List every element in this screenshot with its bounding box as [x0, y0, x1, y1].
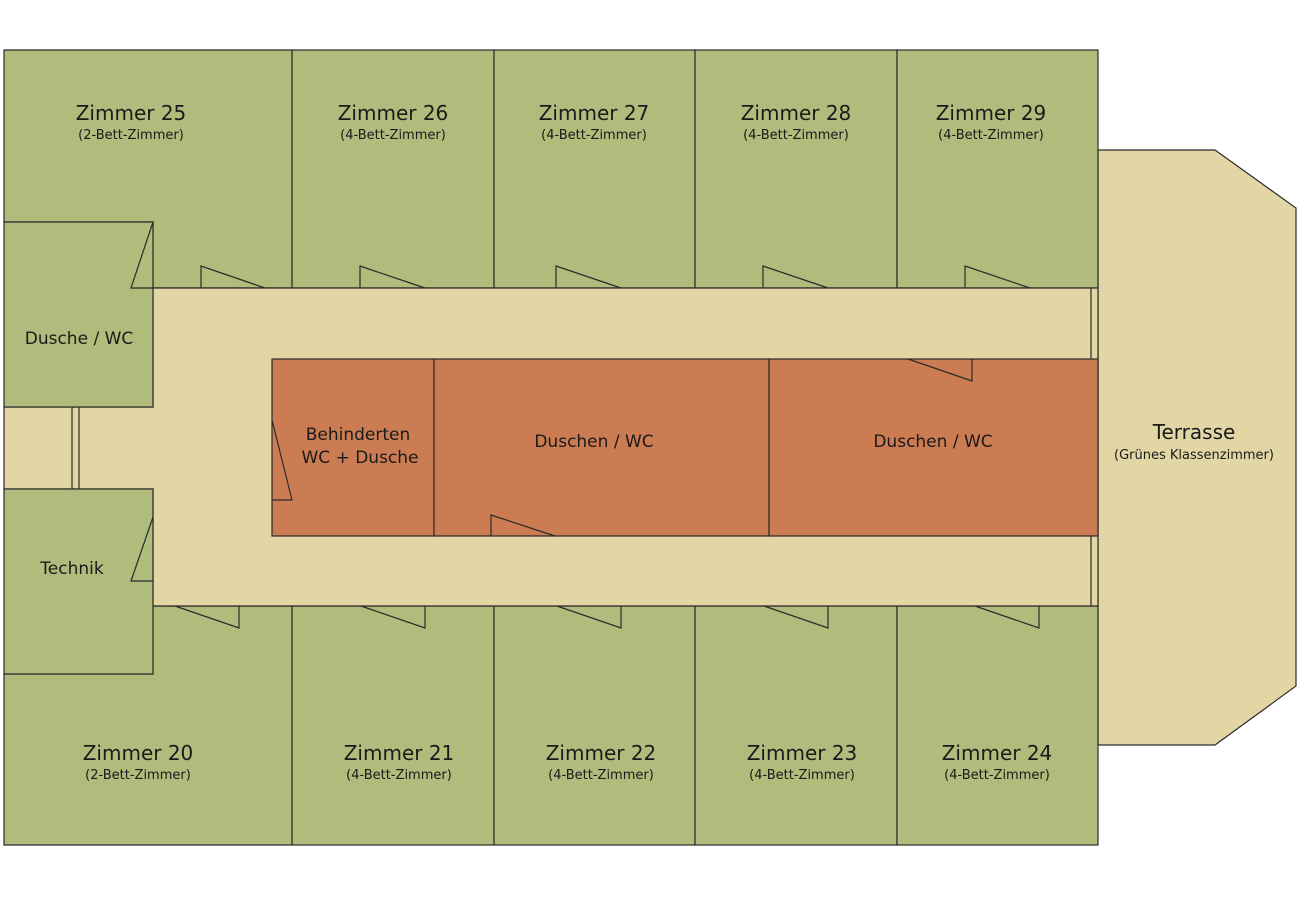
door-room-20: [174, 605, 240, 629]
technik-room: [3, 488, 154, 675]
door-accessible-wc: [271, 419, 293, 501]
room-20-name: Zimmer 20: [83, 741, 194, 765]
door-room-24: [974, 605, 1040, 629]
room-20-type: (2-Bett-Zimmer): [85, 768, 191, 783]
accessible-wc-label-line1: Behinderten: [306, 425, 411, 445]
room-28-name: Zimmer 28: [741, 101, 852, 125]
door-room-23: [763, 605, 829, 629]
door-showers-left: [490, 514, 556, 537]
door-shower-room: [130, 221, 154, 289]
room-25-name: Zimmer 25: [76, 101, 187, 125]
door-room-28: [762, 265, 829, 289]
shower-room-label: Dusche / WC: [25, 329, 134, 349]
room-22-type: (4-Bett-Zimmer): [548, 768, 654, 783]
accessible-wc: [271, 358, 435, 537]
terrace-subtitle: (Grünes Klassenzimmer): [1114, 448, 1274, 463]
door-room-26: [359, 265, 426, 289]
room-26-name: Zimmer 26: [338, 101, 449, 125]
door-technik-room: [130, 516, 154, 582]
showers-left-label: Duschen / WC: [534, 432, 653, 452]
door-room-27: [555, 265, 622, 289]
door-room-29: [964, 265, 1031, 289]
room-24-type: (4-Bett-Zimmer): [944, 768, 1050, 783]
room-24-name: Zimmer 24: [942, 741, 1053, 765]
top-room-labels: Zimmer 25 (2-Bett-Zimmer) Zimmer 26 (4-B…: [76, 101, 1047, 143]
bottom-rooms: [3, 605, 1099, 846]
room-24: [896, 605, 1099, 846]
room-26-type: (4-Bett-Zimmer): [340, 128, 446, 143]
room-27-name: Zimmer 27: [539, 101, 650, 125]
room-27-type: (4-Bett-Zimmer): [541, 128, 647, 143]
room-22: [493, 605, 696, 846]
door-swings: [130, 221, 1040, 629]
showers-right: [768, 358, 1099, 537]
door-room-22: [556, 605, 622, 629]
room-23-name: Zimmer 23: [747, 741, 858, 765]
room-29: [896, 49, 1099, 289]
room-27: [493, 49, 696, 289]
bottom-room-labels: Zimmer 20 (2-Bett-Zimmer) Zimmer 21 (4-B…: [83, 741, 1053, 783]
room-21-name: Zimmer 21: [344, 741, 455, 765]
room-28-type: (4-Bett-Zimmer): [743, 128, 849, 143]
room-21: [291, 605, 495, 846]
technik-room-label: Technik: [39, 559, 104, 579]
room-29-type: (4-Bett-Zimmer): [938, 128, 1044, 143]
room-29-name: Zimmer 29: [936, 101, 1047, 125]
door-room-25: [200, 265, 266, 289]
accessible-wc-label-line2: WC + Dusche: [301, 448, 418, 468]
door-room-21: [360, 605, 426, 629]
showers-left: [433, 358, 770, 537]
room-23-type: (4-Bett-Zimmer): [749, 768, 855, 783]
room-26: [291, 49, 495, 289]
door-showers-right: [907, 358, 973, 382]
sanitary-block: [271, 358, 1099, 537]
room-22-name: Zimmer 22: [546, 741, 657, 765]
terrace-name: Terrasse: [1152, 420, 1236, 444]
shower-room: [3, 221, 154, 408]
room-25-type: (2-Bett-Zimmer): [78, 128, 184, 143]
showers-right-label: Duschen / WC: [873, 432, 992, 452]
room-28: [694, 49, 898, 289]
top-rooms: [3, 49, 1099, 289]
room-23: [694, 605, 898, 846]
room-21-type: (4-Bett-Zimmer): [346, 768, 452, 783]
